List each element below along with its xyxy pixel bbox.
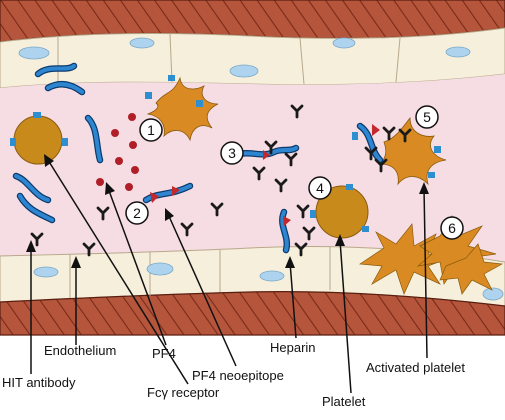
- leader-arrowheads: [26, 154, 429, 268]
- heparin-pf4-complex-4: [279, 208, 291, 254]
- svg-text:5: 5: [423, 109, 431, 125]
- heparin-strands: [12, 62, 104, 224]
- step-marker-5: 5: [415, 105, 439, 129]
- label-endothelium: Endothelium: [44, 343, 116, 358]
- label-activated-platelet: Activated platelet: [366, 360, 465, 375]
- platelet-aggregate-6: [358, 215, 504, 295]
- step-marker-3: 3: [220, 141, 244, 165]
- step-marker-4: 4: [308, 176, 332, 200]
- heparin-pf4-antibody-complex-3: [232, 144, 300, 160]
- svg-text:6: 6: [448, 220, 456, 236]
- leader-lines: [30, 159, 428, 394]
- svg-text:4: 4: [316, 180, 324, 196]
- platelet-step-4: [310, 184, 369, 239]
- label-platelet: Platelet: [322, 394, 366, 409]
- label-heparin: Heparin: [270, 340, 316, 355]
- endothelial-nuclei: [18, 37, 504, 301]
- svg-text:2: 2: [133, 205, 141, 221]
- resting-platelet-left: [10, 112, 68, 165]
- svg-text:1: 1: [147, 122, 155, 138]
- label-hit-antibody: HIT antibody: [2, 375, 76, 390]
- hit-antibodies: [30, 104, 412, 257]
- step-marker-2: 2: [125, 201, 149, 225]
- label-fc-receptor: Fcγ receptor: [147, 385, 220, 400]
- activated-platelet-1: [145, 75, 219, 142]
- activated-platelet-5: [352, 116, 447, 186]
- endothelium-top: [0, 27, 505, 89]
- endothelial-cell-borders: [57, 33, 401, 298]
- step-marker-6: 6: [440, 216, 464, 240]
- vessel-wall-bottom: [0, 291, 505, 336]
- label-pf4-neoepitope: PF4 neoepitope: [192, 368, 284, 383]
- step-marker-1: 1: [139, 118, 163, 142]
- pf4-molecules: [96, 113, 139, 191]
- label-pf4: PF4: [152, 346, 176, 361]
- heparin-pf4-complex-2: [142, 182, 194, 204]
- svg-text:3: 3: [228, 145, 236, 161]
